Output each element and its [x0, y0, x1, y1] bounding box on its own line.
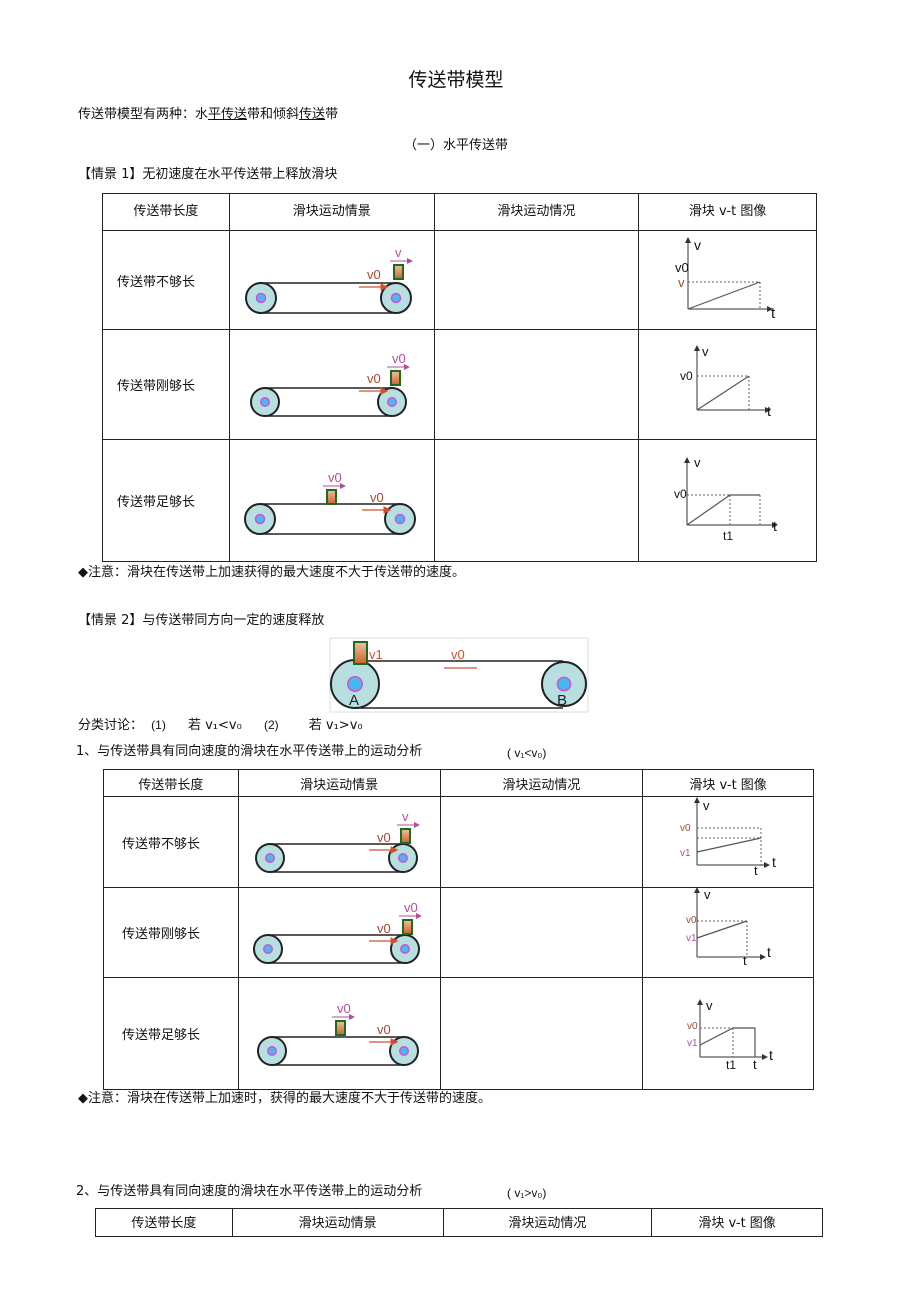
graph-cell [642, 796, 814, 888]
figure-label: v1 [369, 647, 383, 662]
table-row: 传送带不够长 [102, 230, 817, 330]
intro-text: 传送带模型有两种：水 [78, 107, 209, 122]
table-row: 传送带不够长 [103, 796, 814, 888]
graph-cell [638, 329, 817, 440]
part2-heading: 2、与传送带具有同向速度的滑块在水平传送带上的运动分析 [76, 1184, 423, 1199]
motion-cell[interactable] [439, 977, 644, 1090]
motion-cell[interactable] [433, 329, 640, 440]
motion-cell[interactable] [439, 887, 644, 978]
graph-cell [642, 977, 814, 1090]
header-cell: 滑块运动情景 [231, 1208, 444, 1237]
length-cell: 传送带足够长 [102, 439, 230, 562]
wheel-icon [541, 661, 587, 707]
header-cell: 滑块 v-t 图像 [642, 769, 814, 797]
scene-cell [228, 329, 435, 440]
intro-text-end: 带 [325, 107, 339, 122]
table-row: 传送带足够长 [102, 439, 817, 562]
table-header-row: 传送带长度 滑块运动情景 滑块运动情况 滑块 v-t 图像 [103, 769, 814, 797]
table-row: 传送带刚够长 [102, 329, 817, 440]
slider-block [353, 641, 368, 665]
scene-cell [237, 887, 441, 978]
part1-heading: 1、与传送带具有同向速度的滑块在水平传送带上的运动分析 [76, 744, 423, 759]
case-2-text: 若 v₁>v₀ [308, 718, 363, 733]
case-2-number: (2) [263, 718, 279, 732]
scene1-table: 传送带长度 滑块运动情景 滑块运动情况 滑块 v-t 图像 传送带不够长 传送带… [102, 193, 817, 562]
figure-frame [329, 637, 589, 713]
header-cell: 滑块运动情况 [442, 1208, 653, 1237]
length-cell: 传送带不够长 [103, 796, 239, 888]
part1-condition: ( v₁<v₀) [507, 746, 547, 760]
header-cell: 滑块 v-t 图像 [651, 1208, 823, 1237]
scene-cell [228, 230, 435, 330]
table-row: 传送带足够长 [103, 977, 814, 1090]
figure-label: B [557, 692, 567, 709]
intro-underlined-2: 传送 [299, 107, 326, 122]
part1-table: 传送带长度 滑块运动情景 滑块运动情况 滑块 v-t 图像 传送带不够长 传送带… [103, 769, 814, 1090]
graph-cell [638, 230, 817, 330]
header-cell: 滑块运动情况 [439, 769, 644, 797]
scene-cell [228, 439, 435, 562]
intro-text-mid: 带和倾斜 [247, 107, 300, 122]
intro-underlined-1: 平传送 [208, 107, 248, 122]
header-cell: 滑块 v-t 图像 [638, 193, 817, 231]
table-header-row: 传送带长度 滑块运动情景 滑块运动情况 滑块 v-t 图像 [102, 193, 817, 231]
header-cell: 滑块运动情况 [433, 193, 640, 231]
case-1-text: 若 v₁<v₀ [187, 718, 242, 733]
header-cell: 滑块运动情景 [237, 769, 441, 797]
motion-cell[interactable] [433, 439, 640, 562]
scene1-note: ◆注意：滑块在传送带上加速获得的最大速度不大于传送带的速度。 [78, 565, 465, 580]
figure-label: A [349, 692, 359, 709]
part2-table: 传送带长度 滑块运动情景 滑块运动情况 滑块 v-t 图像 [95, 1208, 823, 1237]
part2-condition: ( v₁>v₀) [507, 1186, 547, 1200]
length-cell: 传送带刚够长 [102, 329, 230, 440]
part1-note: ◆注意：滑块在传送带上加速时，获得的最大速度不大于传送带的速度。 [78, 1091, 491, 1106]
graph-cell [638, 439, 817, 562]
scene2-conveyor-figure: v1 v0 A B [329, 637, 589, 713]
graph-cell [642, 887, 814, 978]
scene1-heading: 【情景 1】无初速度在水平传送带上释放滑块 [78, 167, 338, 182]
header-cell: 滑块运动情景 [228, 193, 435, 231]
wheel-icon [330, 659, 380, 709]
length-cell: 传送带不够长 [102, 230, 230, 330]
length-cell: 传送带足够长 [103, 977, 239, 1090]
section-heading: （一）水平传送带 [403, 138, 508, 153]
length-cell: 传送带刚够长 [103, 887, 239, 978]
header-cell: 传送带长度 [103, 769, 239, 797]
figure-label: v0 [451, 647, 465, 662]
page-title: 传送带模型 [408, 69, 504, 91]
discussion-line: 分类讨论： (1) 若 v₁<v₀ (2) 若 v₁>v₀ [78, 717, 363, 734]
header-cell: 传送带长度 [102, 193, 230, 231]
motion-cell[interactable] [433, 230, 640, 330]
table-row: 传送带刚够长 [103, 887, 814, 978]
table-header-row: 传送带长度 滑块运动情景 滑块运动情况 滑块 v-t 图像 [95, 1208, 823, 1237]
scene-cell [237, 977, 441, 1090]
header-cell: 传送带长度 [95, 1208, 233, 1237]
intro-paragraph: 传送带模型有两种：水平传送带和倾斜传送带 [78, 107, 338, 123]
case-1-number: (1) [151, 718, 166, 732]
scene2-heading: 【情景 2】与传送带同方向一定的速度释放 [78, 613, 325, 628]
scene-cell [237, 796, 441, 888]
motion-cell[interactable] [439, 796, 644, 888]
discussion-label: 分类讨论： [78, 718, 144, 733]
